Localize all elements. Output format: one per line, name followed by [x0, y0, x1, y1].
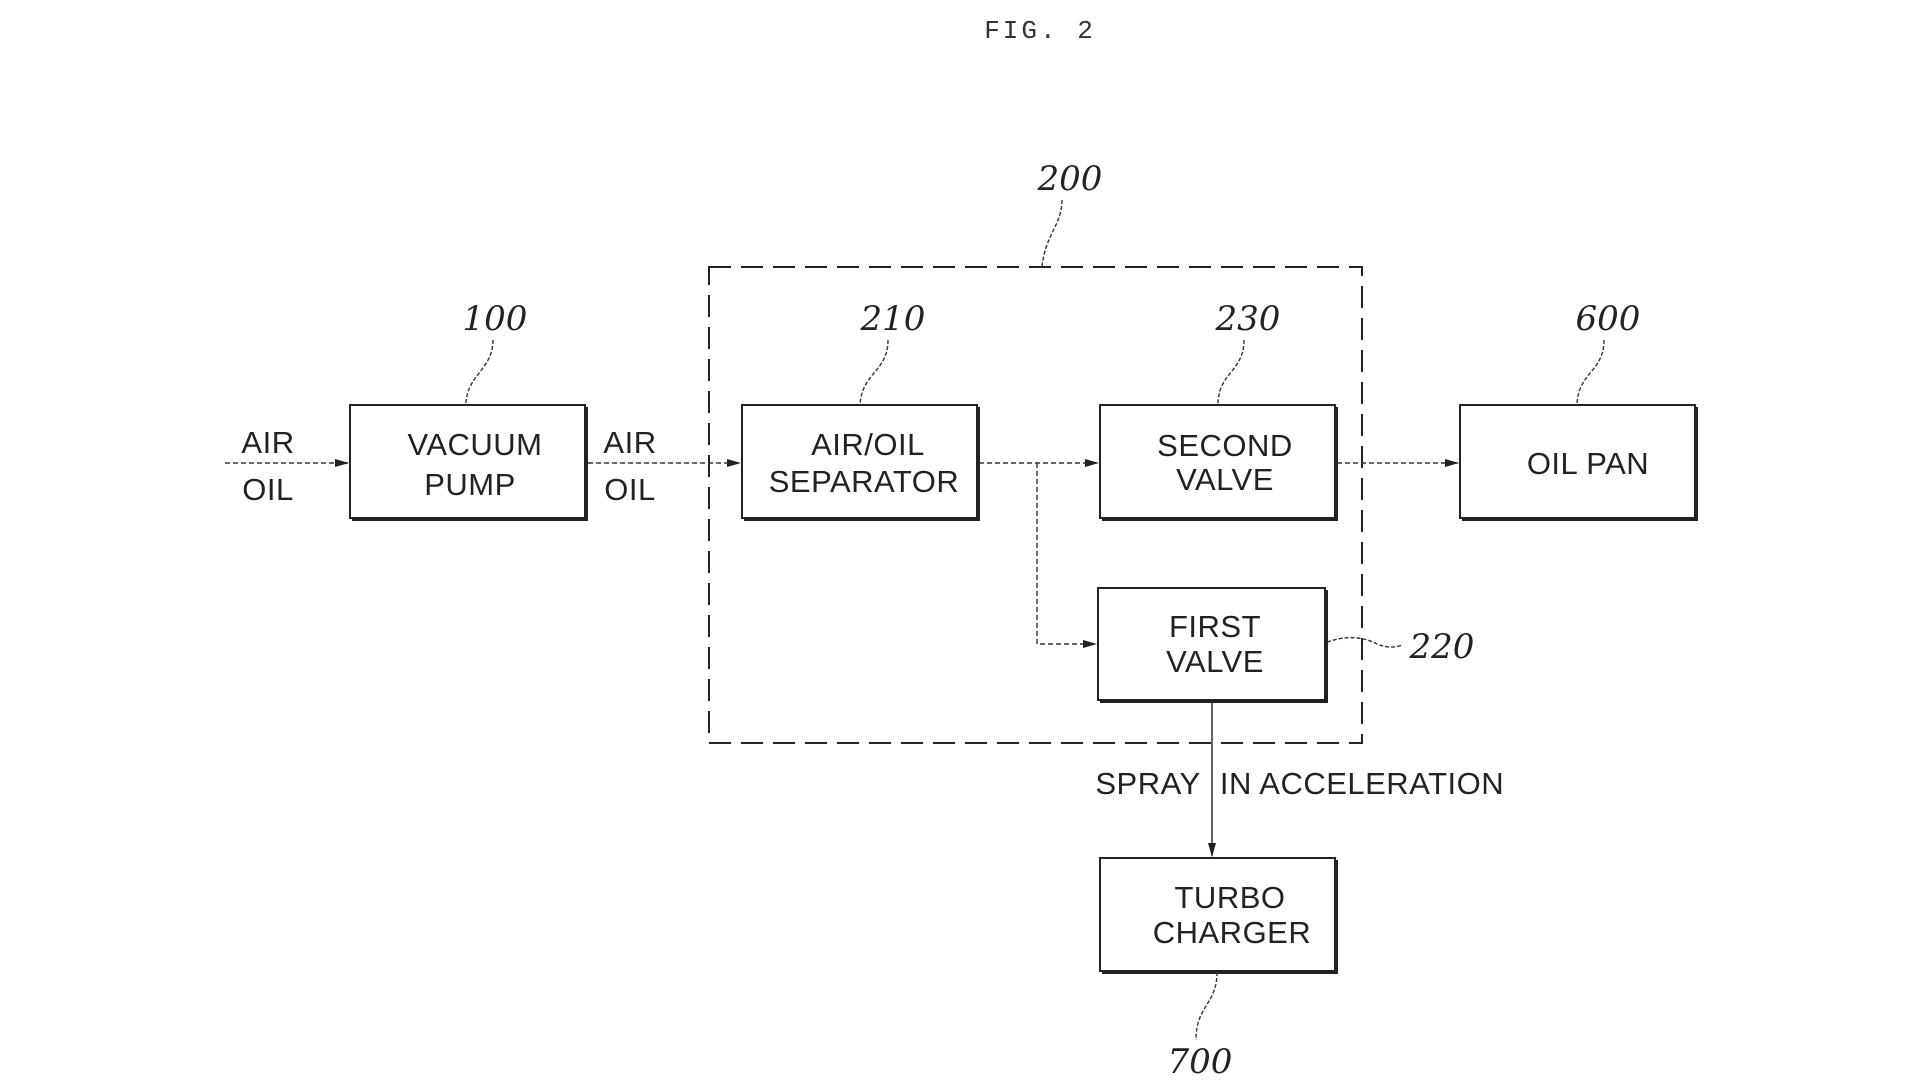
input-label-oil: OIL	[242, 472, 293, 507]
pump-out-label-air: AIR	[603, 425, 656, 460]
ref-label-600: 600	[1576, 299, 1641, 339]
leader-230	[1217, 339, 1245, 406]
second-valve-line2: VALVE	[1176, 462, 1274, 497]
pump-out-label-oil: OIL	[604, 472, 655, 507]
leader-600	[1576, 339, 1605, 406]
leader-200	[1041, 199, 1063, 268]
ref-label-100: 100	[463, 299, 528, 339]
vacuum-pump-line1: VACUUM	[407, 427, 542, 462]
ref-label-220: 220	[1409, 627, 1475, 667]
block-first-valve: FIRST VALVE	[1097, 587, 1328, 703]
first-valve-line1: FIRST	[1169, 609, 1261, 644]
figure-title: FIG. 2	[984, 16, 1096, 46]
spray-label: SPRAY	[1095, 766, 1200, 801]
block-second-valve: SECOND VALVE	[1099, 404, 1338, 521]
separator-to-first-valve-arrow	[1036, 463, 1097, 648]
leader-700	[1195, 971, 1218, 1041]
ref-label-200: 200	[1037, 159, 1103, 199]
turbo-charger-line1: TURBO	[1175, 880, 1286, 915]
input-label-air: AIR	[241, 425, 294, 460]
separator-line1: AIR/OIL	[811, 427, 925, 462]
group-200-boundary	[708, 266, 1363, 744]
vacuum-pump-line2: PUMP	[424, 467, 516, 502]
separator-line2: SEPARATOR	[769, 464, 960, 499]
ref-label-210: 210	[860, 299, 926, 339]
block-air-oil-separator: AIR/OIL SEPARATOR	[741, 404, 980, 521]
ref-label-230: 230	[1215, 299, 1281, 339]
block-oil-pan: OIL PAN	[1459, 404, 1698, 521]
turbo-charger-line2: CHARGER	[1153, 915, 1312, 950]
block-turbo-charger: TURBO CHARGER	[1099, 857, 1338, 974]
oil-pan-label: OIL PAN	[1527, 446, 1649, 481]
first-valve-line2: VALVE	[1166, 644, 1264, 679]
leader-220	[1326, 636, 1403, 648]
block-vacuum-pump: VACUUM PUMP	[349, 404, 588, 521]
ref-label-700: 700	[1168, 1042, 1233, 1080]
leader-210	[859, 339, 889, 406]
second-valve-line1: SECOND	[1157, 428, 1293, 463]
leader-100	[465, 339, 494, 406]
acceleration-label: IN ACCELERATION	[1220, 766, 1504, 801]
